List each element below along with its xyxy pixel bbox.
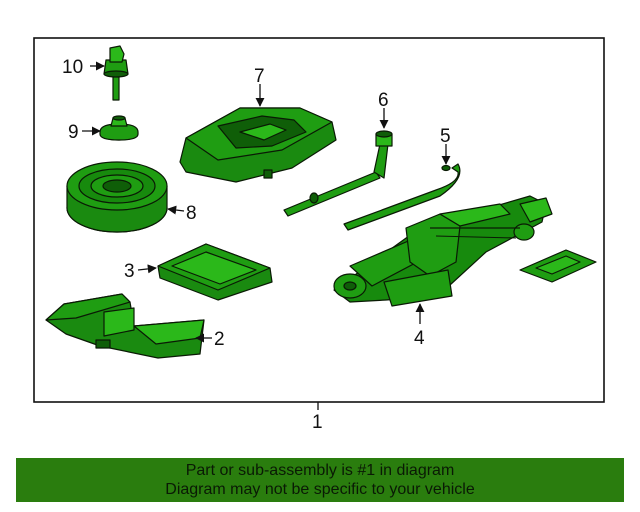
callout-10[interactable]: 10	[62, 57, 83, 78]
part-8-spare-wheel	[66, 161, 168, 233]
part-2-foam-holder	[45, 293, 205, 359]
callout-5[interactable]: 5	[440, 126, 451, 147]
part-5-jack-handle	[343, 163, 461, 231]
callout-2[interactable]: 2	[214, 329, 225, 350]
callout-3[interactable]: 3	[124, 261, 135, 282]
banner-line-1: Part or sub-assembly is #1 in diagram	[185, 462, 455, 479]
callout-6[interactable]: 6	[378, 90, 389, 111]
callout-9[interactable]: 9	[68, 122, 79, 143]
parts-diagram: 10 9 8 7 6 5 4 3 2 1	[33, 37, 605, 433]
leader-3	[137, 264, 157, 274]
part-10-wing-bolt	[103, 45, 129, 101]
leader-8	[167, 205, 185, 215]
part-label-card	[519, 249, 597, 283]
callout-1[interactable]: 1	[312, 412, 323, 433]
part-6-lug-wrench	[283, 130, 393, 217]
callout-4[interactable]: 4	[414, 328, 425, 349]
part-4-scissor-jack	[333, 195, 553, 307]
callout-7[interactable]: 7	[254, 66, 265, 87]
part-7-tool-tray	[179, 107, 337, 183]
part-3-shallow-tray	[157, 243, 273, 301]
info-banner: Part or sub-assembly is #1 in diagram Di…	[16, 458, 624, 502]
diagram-frame	[33, 37, 605, 403]
callout-8[interactable]: 8	[186, 203, 197, 224]
part-9-knob	[99, 115, 139, 141]
banner-line-2: Diagram may not be specific to your vehi…	[165, 481, 475, 498]
